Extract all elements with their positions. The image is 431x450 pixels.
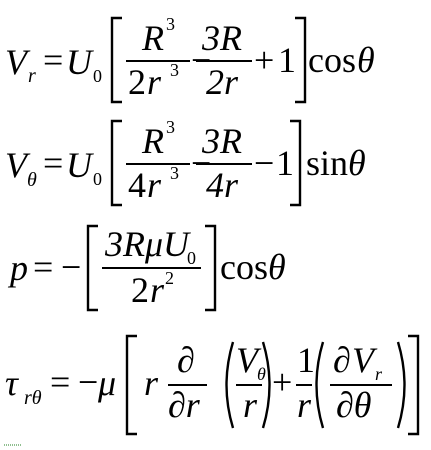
vr-f2-num: 3R — [201, 18, 242, 58]
tau-one: 1 — [297, 340, 315, 380]
vr-lhs: V — [5, 42, 31, 82]
bracket-left-vr — [110, 16, 122, 104]
p-eq: = — [33, 247, 53, 287]
paren-right-1 — [261, 341, 271, 429]
vr-f1-num-sup: 3 — [166, 14, 175, 34]
vr-f2-den: 2r — [206, 62, 239, 102]
bracket-left-vtheta — [110, 119, 122, 207]
vtheta-u: U — [66, 145, 94, 185]
vr-minus: − — [191, 40, 211, 80]
vtheta-f1-num: R — [141, 121, 164, 161]
vr-op2: + — [254, 40, 274, 80]
vr-f1-den-sup: 3 — [170, 60, 179, 80]
tau-mu: μ — [97, 363, 116, 403]
p-theta: θ — [268, 247, 286, 287]
vtheta-const: 1 — [276, 143, 294, 183]
vr-eq: = — [43, 40, 63, 80]
bracket-right-tau — [408, 334, 420, 436]
tau-neg: − — [78, 362, 98, 402]
vtheta-op2: − — [254, 143, 274, 183]
bracket-left-p — [86, 224, 98, 312]
bracket-right-vtheta — [290, 119, 302, 207]
tau-v-den: r — [243, 385, 258, 425]
vtheta-f1-den-var: r — [147, 165, 162, 205]
p-den-var: r — [150, 270, 165, 310]
vr-f1-den-var: r — [147, 62, 162, 102]
vr-const: 1 — [278, 40, 296, 80]
vtheta-f1-num-sup: 3 — [166, 117, 175, 137]
tau-lhs: τ — [5, 363, 19, 403]
vr-trig: cos — [308, 40, 356, 80]
paren-right-2 — [396, 341, 406, 429]
tau-d2-num-sub: r — [375, 364, 383, 384]
bracket-right-vr — [295, 16, 307, 104]
tau-v: V — [236, 340, 262, 380]
vtheta-trig: sin — [306, 143, 348, 183]
bracket-right-p — [205, 224, 217, 312]
vr-f1-den-coef: 2 — [128, 62, 146, 102]
p-den-coef: 2 — [131, 270, 149, 310]
vtheta-theta: θ — [348, 143, 366, 183]
tau-d2-den: ∂θ — [336, 385, 371, 425]
tau-eq: = — [50, 362, 70, 402]
vtheta-f1-den-coef: 4 — [128, 165, 146, 205]
vtheta-lhs: V — [5, 145, 31, 185]
vtheta-minus: − — [191, 143, 211, 183]
p-den-sup: 2 — [165, 268, 174, 288]
tau-plus: + — [272, 362, 292, 402]
tau-r1: r — [144, 363, 159, 403]
tau-lhs-sub: rθ — [24, 387, 42, 409]
vr-theta: θ — [357, 40, 375, 80]
vr-f1-num: R — [141, 18, 164, 58]
tau-d2-num-var: V — [352, 340, 378, 380]
vtheta-f1-den-sup: 3 — [170, 163, 179, 183]
vtheta-eq: = — [43, 143, 63, 183]
tau-one-den: r — [297, 385, 312, 425]
vtheta-f2-den: 4r — [206, 165, 239, 205]
tau-v-sub: θ — [257, 364, 266, 384]
selection-dots — [4, 444, 22, 446]
vtheta-f2-num: 3R — [201, 121, 242, 161]
p-trig: cos — [220, 247, 268, 287]
bracket-left-tau — [125, 334, 137, 436]
tau-d2-num: ∂ — [333, 340, 351, 380]
paren-left-2 — [315, 341, 325, 429]
tau-d1-den: ∂r — [168, 385, 201, 425]
paren-left-1 — [225, 341, 235, 429]
vtheta-u-sub: 0 — [93, 169, 102, 189]
vr-u-sub: 0 — [93, 66, 102, 86]
p-neg: − — [61, 247, 81, 287]
vr-u: U — [66, 42, 94, 82]
tau-d1-num: ∂ — [177, 340, 195, 380]
p-lhs: p — [7, 248, 28, 288]
vtheta-lhs-sub: θ — [27, 169, 37, 191]
p-num-sub: 0 — [187, 248, 196, 268]
p-num: 3RμU — [104, 224, 191, 264]
vr-lhs-sub: r — [28, 65, 36, 87]
